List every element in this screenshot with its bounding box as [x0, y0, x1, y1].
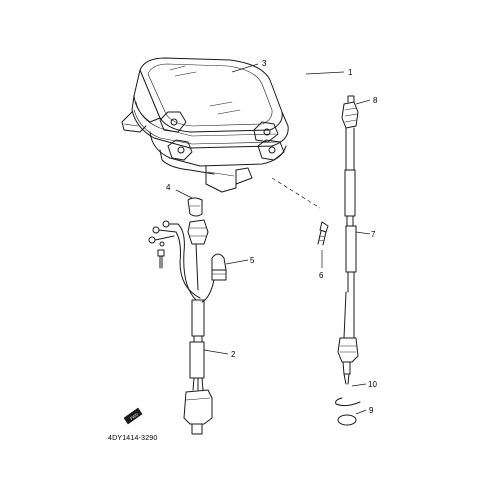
- wire-harness: [148, 219, 227, 435]
- callout-10: 10: [368, 380, 377, 389]
- bulb-socket: [187, 197, 203, 217]
- callout-6: 6: [319, 271, 324, 280]
- screw: [317, 221, 329, 246]
- callout-2: 2: [231, 350, 236, 359]
- speedometer-cable: [337, 95, 359, 385]
- alignment-dash: [271, 177, 321, 209]
- callout-8: 8: [373, 96, 378, 105]
- callout-4: 4: [166, 183, 171, 192]
- callout-1: 1: [348, 68, 353, 77]
- front-badge-text: FWD: [129, 412, 139, 421]
- callout-9: 9: [369, 406, 374, 415]
- clip: [335, 397, 361, 407]
- leader-lines: [175, 63, 371, 415]
- callouts: 3 1 8 4 7 5 6 2 10 9: [166, 59, 378, 415]
- o-ring: [337, 414, 357, 426]
- callout-5: 5: [250, 256, 255, 265]
- callout-3: 3: [262, 59, 267, 68]
- meter-housing: [121, 57, 289, 193]
- drawing-code: 4DY1414-3290: [108, 435, 158, 442]
- callout-7: 7: [371, 230, 376, 239]
- front-arrow-badge: FWD: [123, 407, 143, 425]
